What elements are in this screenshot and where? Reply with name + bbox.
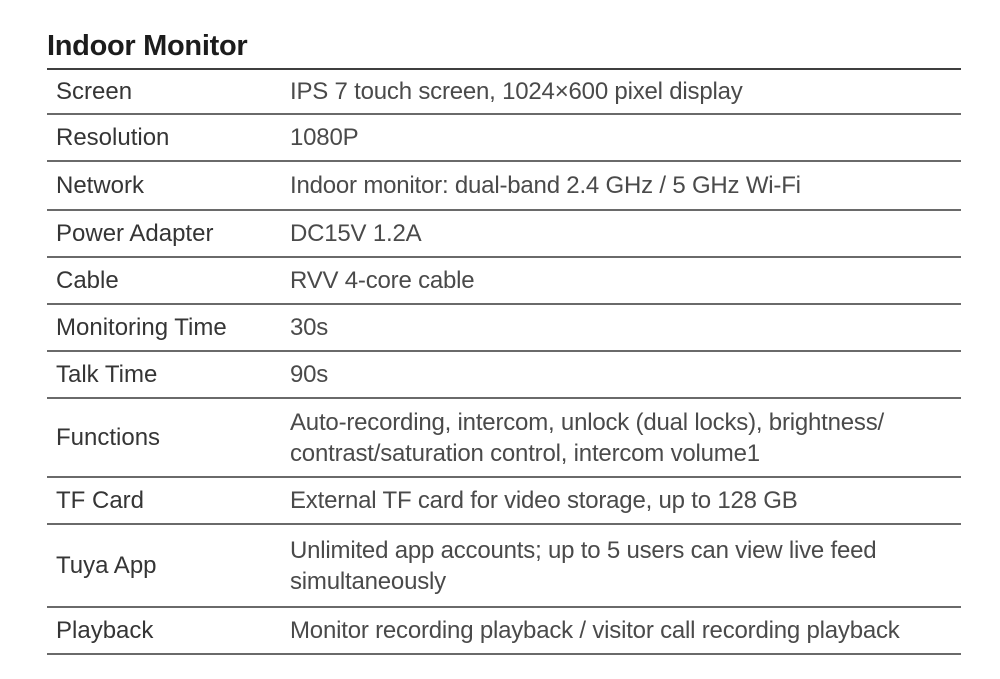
spec-row-talk-time: Talk Time 90s [47, 352, 961, 399]
spec-label: TF Card [56, 486, 145, 514]
spec-row-functions: Functions Auto-recording, intercom, unlo… [47, 399, 961, 478]
spec-label: Resolution [56, 123, 170, 151]
spec-value: 90s [290, 361, 329, 388]
spec-label: Monitoring Time [56, 313, 227, 341]
spec-row-power-adapter: Power Adapter DC15V 1.2A [47, 211, 961, 258]
spec-row-resolution: Resolution 1080P [47, 115, 961, 162]
spec-label: Functions [56, 423, 161, 451]
spec-row-playback: Playback Monitor recording playback / vi… [47, 608, 961, 655]
spec-label: Cable [56, 266, 119, 294]
spec-label: Screen [56, 77, 133, 105]
spec-sheet: Indoor Monitor Screen IPS 7 touch screen… [47, 24, 961, 655]
spec-value: External TF card for video storage, up t… [290, 487, 798, 514]
spec-label: Playback [56, 616, 154, 644]
spec-value: Indoor monitor: dual-band 2.4 GHz / 5 GH… [290, 172, 801, 199]
spec-row-screen: Screen IPS 7 touch screen, 1024×600 pixe… [47, 70, 961, 115]
spec-row-tuya-app: Tuya App Unlimited app accounts; up to 5… [47, 525, 961, 608]
spec-value: IPS 7 touch screen, 1024×600 pixel displ… [290, 78, 743, 105]
spec-label: Network [56, 171, 145, 199]
spec-row-network: Network Indoor monitor: dual-band 2.4 GH… [47, 162, 961, 211]
page-title: Indoor Monitor [47, 30, 248, 62]
spec-value: 1080P [290, 124, 359, 151]
spec-value: Monitor recording playback / visitor cal… [290, 617, 900, 644]
spec-label: Power Adapter [56, 219, 214, 247]
spec-label: Talk Time [56, 360, 158, 388]
spec-label: Tuya App [56, 551, 157, 579]
spec-value: Unlimited app accounts; up to 5 users ca… [290, 536, 877, 595]
spec-value: DC15V 1.2A [290, 220, 422, 247]
spec-value: Auto-recording, intercom, unlock (dual l… [290, 408, 885, 467]
spec-row-tf-card: TF Card External TF card for video stora… [47, 478, 961, 525]
spec-value: RVV 4-core cable [290, 267, 475, 294]
spec-row-cable: Cable RVV 4-core cable [47, 258, 961, 305]
spec-table: Screen IPS 7 touch screen, 1024×600 pixe… [47, 68, 961, 655]
spec-value: 30s [290, 314, 329, 341]
spec-row-monitoring-time: Monitoring Time 30s [47, 305, 961, 352]
